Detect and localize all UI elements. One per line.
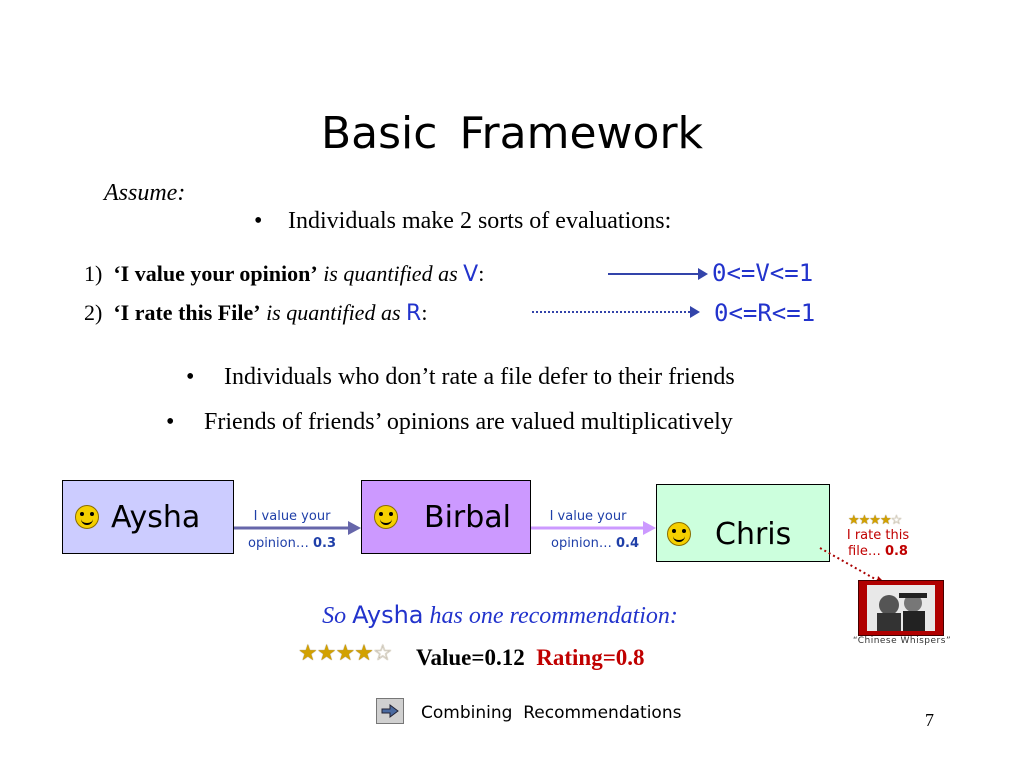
bullet-text: Individuals who don’t rate a file defer … [224, 364, 735, 390]
footer-text: Combining Recommendations [421, 703, 682, 723]
eval-quote: ‘I rate this File’ [113, 300, 261, 325]
eval-var: R [406, 301, 422, 326]
edge-value-1: opinion… 0.3 [247, 536, 337, 551]
bullet-text: Friends of friends’ opinions are valued … [204, 409, 733, 435]
dotted-arrow [532, 306, 700, 318]
bullet-evaluations: • Individuals make 2 sorts of evaluations… [254, 208, 671, 235]
recommendation-stars-icon: ★★★★☆ [298, 640, 393, 665]
node-chris: Chris [656, 484, 830, 562]
smiley-icon [667, 522, 691, 546]
rating-label: I rate this file… 0.8 [846, 528, 910, 559]
edge-birbal-chris [531, 521, 656, 535]
rating-text: Rating=0.8 [536, 645, 645, 670]
node-aysha: Aysha [62, 480, 234, 554]
slide-title: Basic Framework [320, 108, 704, 159]
node-birbal: Birbal [361, 480, 531, 554]
solid-arrow [608, 268, 708, 280]
node-label: Chris [715, 516, 792, 552]
eval-mid: is quantified as [260, 300, 407, 325]
page-number: 7 [925, 710, 934, 730]
v-range: 0<=V<=1 [712, 259, 814, 287]
bullet-multiplicative: • Friends of friends’ opinions are valued… [166, 409, 733, 436]
arrow-right-icon[interactable] [376, 698, 404, 724]
eval-colon: : [478, 261, 485, 286]
recommendation-line: So Aysha has one recommendation: [322, 601, 678, 629]
edge-label-1: I value your [253, 509, 331, 524]
bullet-dot: • [166, 409, 175, 435]
bullet-text: Individuals make 2 sorts of evaluations: [288, 208, 672, 234]
r-range: 0<=R<=1 [714, 299, 816, 327]
edge-value-2: opinion… 0.4 [550, 536, 640, 551]
edge-label-2: I value your [549, 509, 627, 524]
evaluation-v: 1) ‘I value your opinion’ is quantified … [84, 261, 484, 287]
whisperers-icon [867, 585, 935, 631]
smiley-icon [374, 505, 398, 529]
bullet-defer: • Individuals who don’t rate a file defer… [186, 364, 735, 391]
eval-colon: : [421, 300, 428, 325]
recommendation-values: Value=0.12 Rating=0.8 [416, 645, 645, 671]
eval-var: V [463, 262, 479, 287]
edge-aysha-birbal [234, 521, 361, 535]
file-picture [858, 580, 944, 636]
bullet-dot: • [254, 208, 263, 234]
eval-quote: ‘I value your opinion’ [113, 261, 318, 286]
bullet-dot: • [186, 364, 195, 390]
file-caption: “Chinese Whispers” [852, 636, 952, 646]
eval-number: 2) [84, 300, 103, 325]
assume-label: Assume: [104, 180, 186, 206]
arrow-right-glyph [381, 704, 399, 718]
rating-stars-icon: ★★★★☆ [848, 512, 902, 527]
node-label: Aysha [111, 499, 201, 535]
smiley-icon [75, 505, 99, 529]
node-label: Birbal [424, 499, 512, 535]
value-text: Value=0.12 [416, 645, 525, 670]
eval-number: 1) [84, 261, 103, 286]
eval-mid: is quantified as [317, 261, 464, 286]
evaluation-r: 2) ‘I rate this File’ is quantified as R… [84, 300, 427, 326]
